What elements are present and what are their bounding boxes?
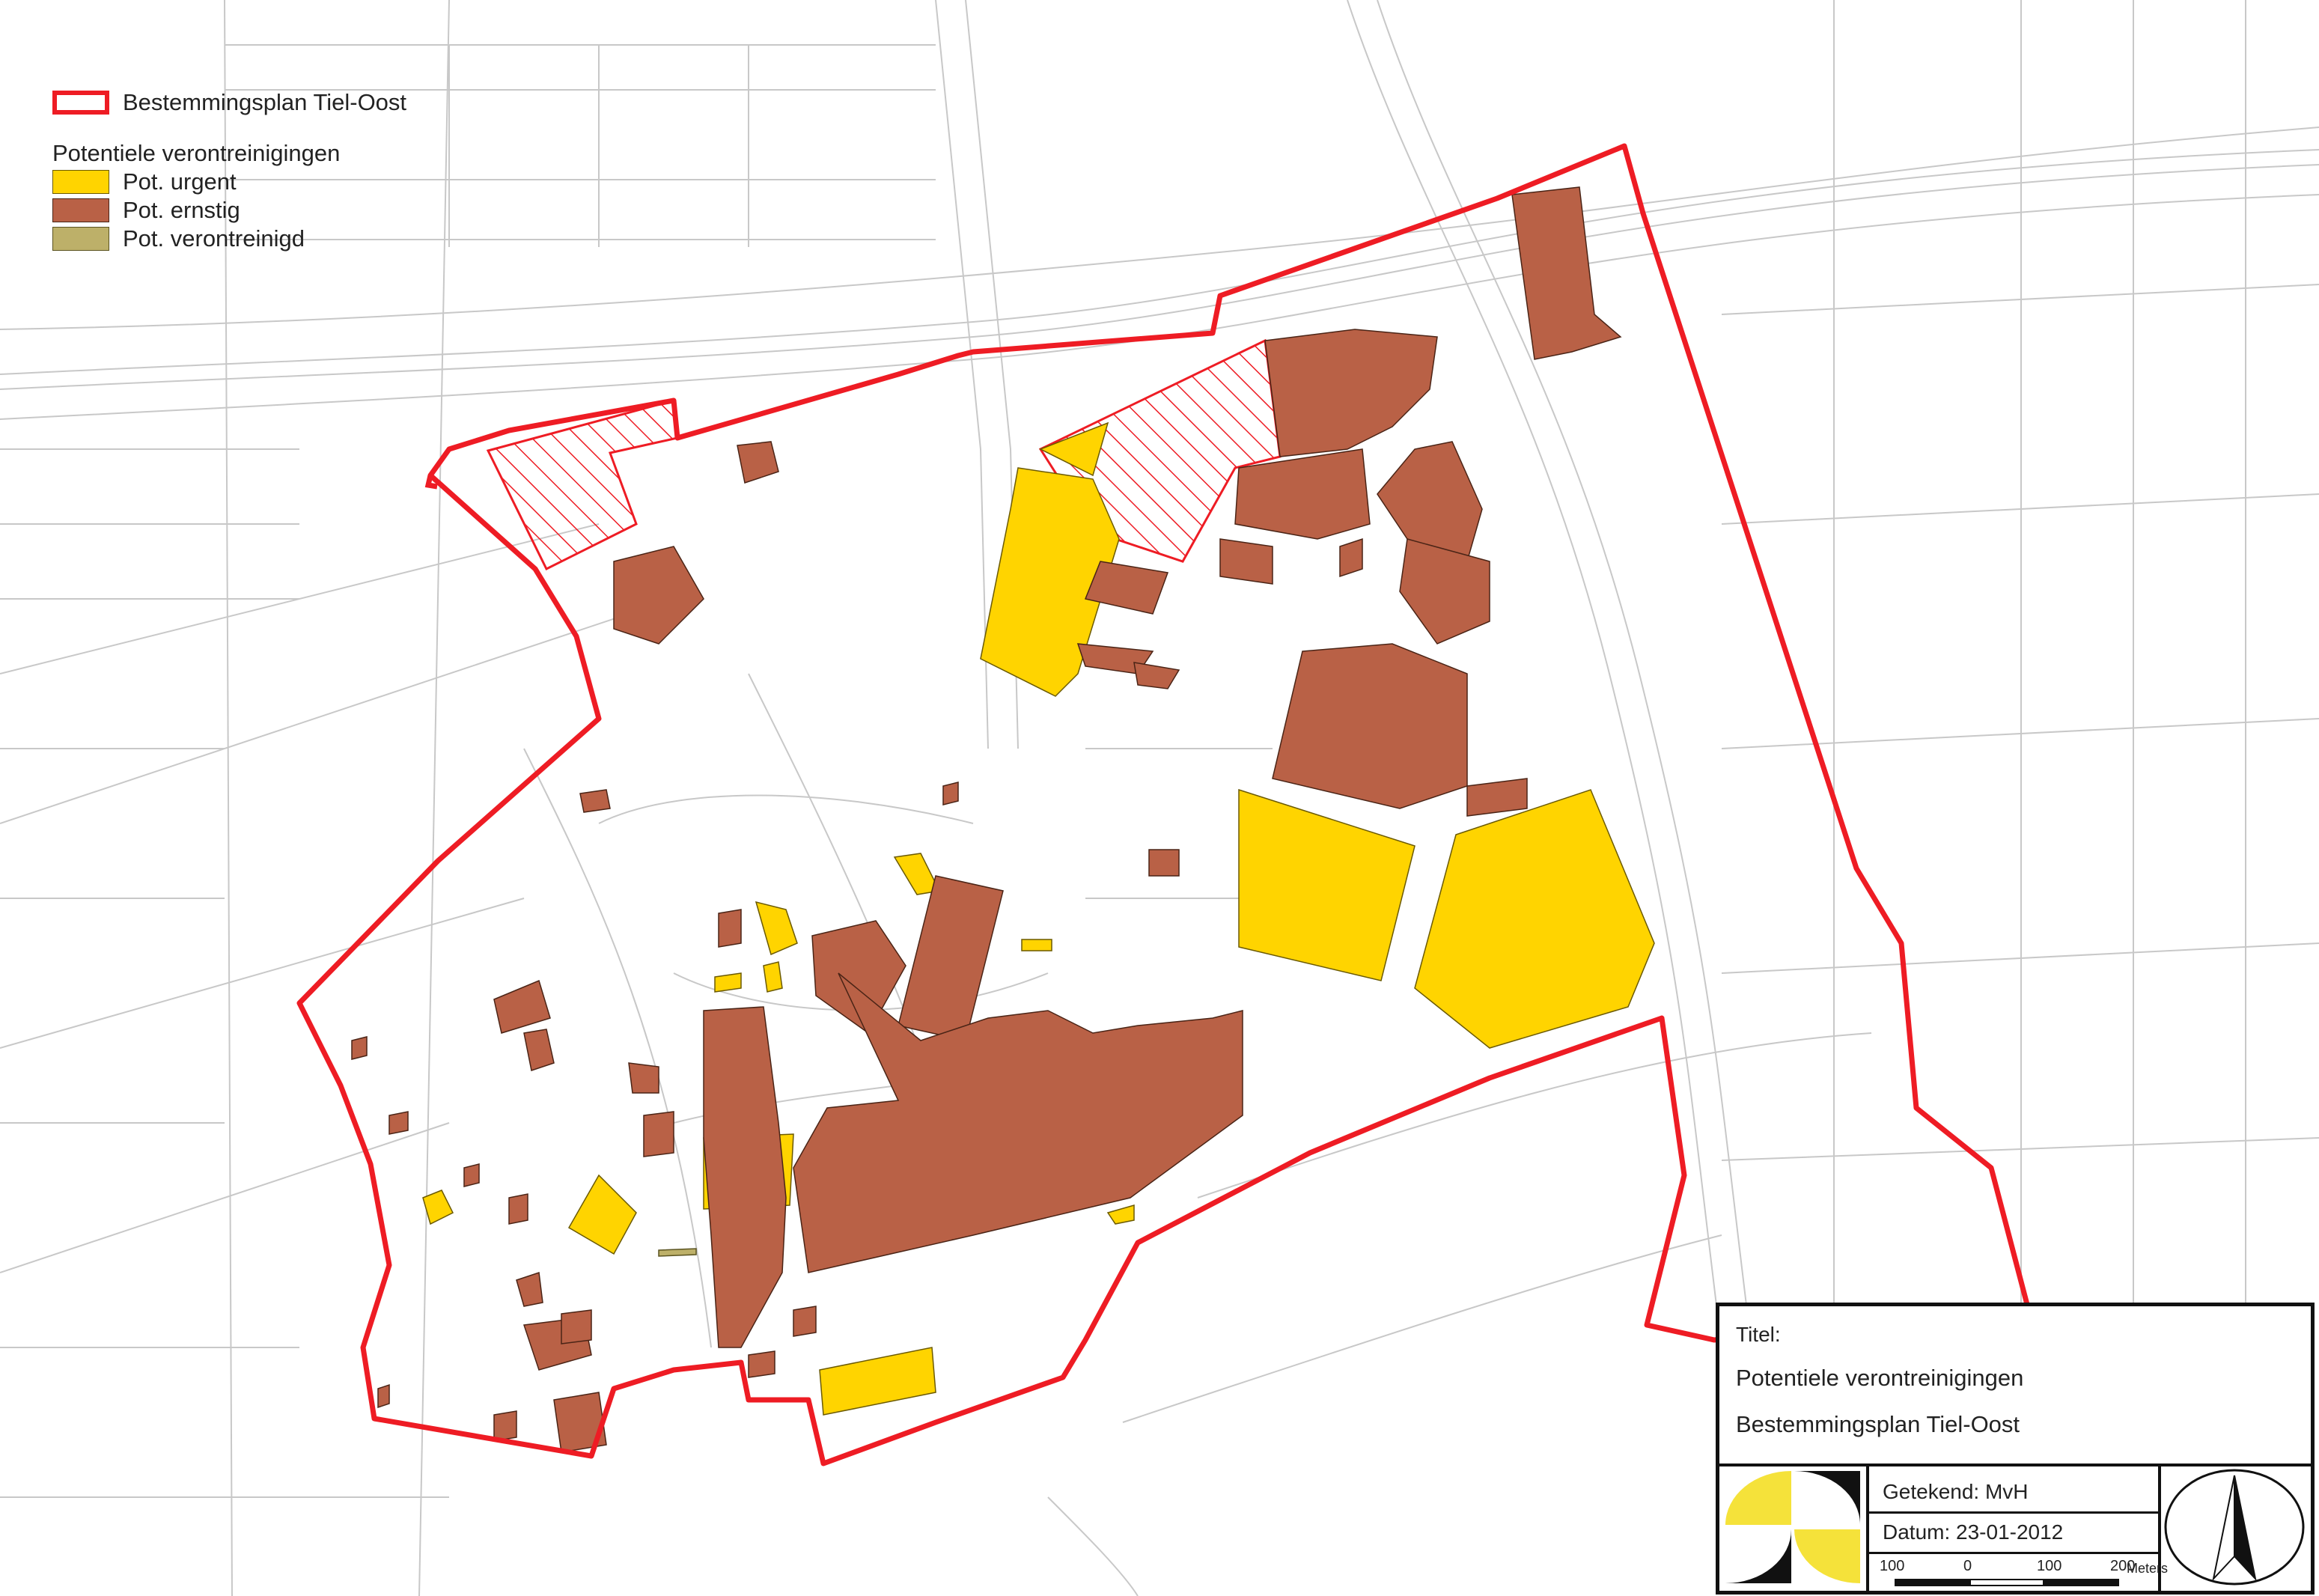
title-line-2: Bestemmingsplan Tiel-Oost xyxy=(1736,1411,2020,1437)
urgent-area xyxy=(1238,788,1416,981)
serious-area xyxy=(1264,329,1438,457)
serious-area xyxy=(898,875,1004,1041)
serious-area xyxy=(1133,662,1180,689)
urgent-area xyxy=(980,467,1120,697)
scale-segment xyxy=(2044,1579,2119,1586)
serious-area xyxy=(493,1410,517,1442)
serious-area xyxy=(351,1036,368,1060)
serious-area xyxy=(508,1193,528,1225)
north-arrow-icon xyxy=(2164,1469,2305,1586)
serious-area xyxy=(561,1309,592,1344)
north-arrow xyxy=(2161,1466,2311,1591)
serious-area xyxy=(463,1163,480,1187)
legend-boundary-row: Bestemmingsplan Tiel-Oost xyxy=(52,88,406,117)
serious-area xyxy=(1219,538,1273,585)
title-label: Titel: xyxy=(1736,1323,1781,1346)
serious-area xyxy=(942,782,959,805)
serious-area xyxy=(1234,448,1371,540)
serious-area xyxy=(523,1029,555,1071)
serious-area xyxy=(703,1006,787,1348)
scale-tick: 200 xyxy=(2110,1558,2136,1574)
meta-separator xyxy=(1869,1511,2158,1514)
serious-area xyxy=(579,789,611,813)
title-block: Titel: Potentiele verontreinigingen Best… xyxy=(1716,1303,2315,1595)
serious-area xyxy=(793,972,1243,1273)
urgent-area xyxy=(1039,421,1109,477)
legend-item-urgent: Pot. urgent xyxy=(52,168,406,196)
meta-separator xyxy=(1869,1552,2158,1554)
hatched-zone-west xyxy=(486,399,679,571)
legend-group-heading: Potentiele verontreinigingen xyxy=(52,140,341,166)
legend-boundary-swatch xyxy=(52,91,109,115)
serious-area xyxy=(1339,537,1363,578)
scale-tick: 100 xyxy=(1880,1558,1905,1574)
serious-area xyxy=(493,979,551,1034)
urgent-area xyxy=(763,961,783,993)
scale-unit: Meters xyxy=(2127,1561,2169,1576)
scale-tick: 100 xyxy=(2037,1558,2062,1574)
meta-cell: Getekend: MvH Datum: 23-01-2012 100 0 10… xyxy=(1869,1466,2168,1591)
scale-bar: 100 0 100 200 Meters xyxy=(1880,1556,2168,1591)
drawn-by: Getekend: MvH xyxy=(1883,1480,2029,1503)
serious-area xyxy=(737,441,779,484)
urgent-area xyxy=(755,901,798,956)
serious-area xyxy=(811,920,906,1035)
serious-area xyxy=(1511,186,1622,360)
urgent-area xyxy=(1106,1204,1135,1225)
urgent-area xyxy=(714,972,742,993)
serious-area xyxy=(516,1271,543,1307)
serious-area xyxy=(1084,561,1169,615)
serious-area xyxy=(388,1111,409,1135)
title-divider xyxy=(1719,1463,2311,1466)
serious-area xyxy=(1377,441,1483,562)
scale-tick: 0 xyxy=(1963,1558,1972,1574)
legend-verontreinigd-swatch xyxy=(52,227,109,251)
serious-area xyxy=(1399,538,1490,645)
serious-area xyxy=(1148,849,1180,877)
scale-segment xyxy=(1895,1579,1969,1586)
legend: Bestemmingsplan Tiel-Oost Potentiele ver… xyxy=(52,88,406,253)
legend-item-verontreinigd: Pot. verontreinigd xyxy=(52,225,406,253)
legend-item-label: Pot. ernstig xyxy=(123,197,240,223)
urgent-area xyxy=(1414,789,1655,1049)
serious-area xyxy=(553,1392,607,1453)
plan-boundary xyxy=(296,143,2032,1466)
scale-segment xyxy=(1969,1579,2044,1586)
serious-area xyxy=(793,1306,817,1337)
serious-areas xyxy=(351,186,1622,1453)
date: Datum: 23-01-2012 xyxy=(1883,1520,2064,1544)
serious-area xyxy=(628,1062,659,1094)
plan-boundary-notch xyxy=(424,475,438,490)
serious-area xyxy=(1272,643,1468,809)
serious-area xyxy=(613,546,704,645)
contaminated-area xyxy=(658,1248,697,1257)
urgent-area xyxy=(819,1347,936,1416)
urgent-area xyxy=(422,1190,454,1225)
legend-item-label: Pot. verontreinigd xyxy=(123,225,305,252)
serious-area xyxy=(748,1350,775,1378)
legend-urgent-swatch xyxy=(52,170,109,194)
serious-area xyxy=(377,1383,390,1409)
serious-area xyxy=(718,909,742,948)
legend-item-ernstig: Pot. ernstig xyxy=(52,196,406,225)
hatched-zones xyxy=(486,338,1282,571)
legend-boundary-label: Bestemmingsplan Tiel-Oost xyxy=(123,89,407,115)
urgent-area xyxy=(567,1174,637,1255)
contaminated-areas xyxy=(658,1248,697,1257)
company-logo xyxy=(1719,1466,1869,1591)
title-line-1: Potentiele verontreinigingen xyxy=(1736,1365,2024,1391)
serious-area xyxy=(1466,778,1528,817)
company-logo-icon xyxy=(1719,1466,1866,1588)
urgent-area xyxy=(1021,939,1052,951)
serious-area xyxy=(643,1111,674,1157)
legend-item-label: Pot. urgent xyxy=(123,168,237,195)
legend-ernstig-swatch xyxy=(52,198,109,222)
